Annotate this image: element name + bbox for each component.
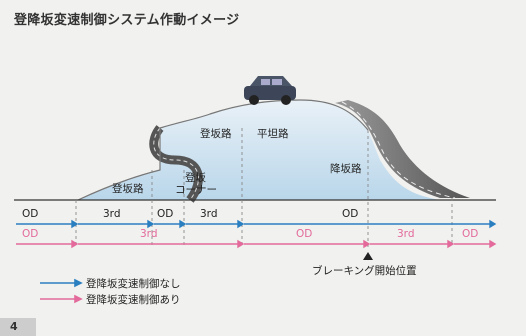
row2-seg2-label: 3rd (140, 228, 158, 240)
hill-body (78, 100, 440, 200)
legend-pink-arrow (40, 294, 83, 304)
downhill-road (335, 100, 470, 198)
row-with-control-arrows (16, 239, 497, 249)
label-uphill-corner-2: コーナー (175, 184, 217, 196)
label-uphill-top: 登坂路 (200, 128, 232, 140)
row1-seg1-label: OD (22, 208, 39, 220)
label-downhill: 降坂路 (330, 163, 362, 175)
legend-blue-arrow (40, 278, 83, 288)
car-icon (244, 76, 296, 105)
hill-outline (77, 99, 369, 201)
row-without-control-arrows (16, 219, 497, 229)
row1-seg4-label: 3rd (200, 208, 218, 220)
legend-without-control: 登降坂変速制御なし (86, 278, 181, 290)
row2-seg3-label: OD (296, 228, 313, 240)
row2-seg4-label: 3rd (397, 228, 415, 240)
row1-seg2-label: 3rd (103, 208, 121, 220)
page-title: 登降坂変速制御システム作動イメージ (14, 13, 240, 28)
braking-start-label: ブレーキング開始位置 (312, 265, 417, 277)
row2-seg5-label: OD (462, 228, 479, 240)
legend-with-control: 登降坂変速制御あり (86, 294, 181, 306)
row1-seg5-label: OD (342, 208, 359, 220)
label-uphill-corner-1: 登坂 (185, 172, 206, 184)
label-flat: 平坦路 (257, 128, 289, 140)
label-uphill-left: 登坂路 (112, 183, 144, 195)
segment-dividers (75, 128, 453, 250)
page-number: 4 (0, 318, 36, 336)
row1-seg3-label: OD (157, 208, 174, 220)
row2-seg1-label: OD (22, 228, 39, 240)
braking-start-triangle (363, 252, 373, 260)
